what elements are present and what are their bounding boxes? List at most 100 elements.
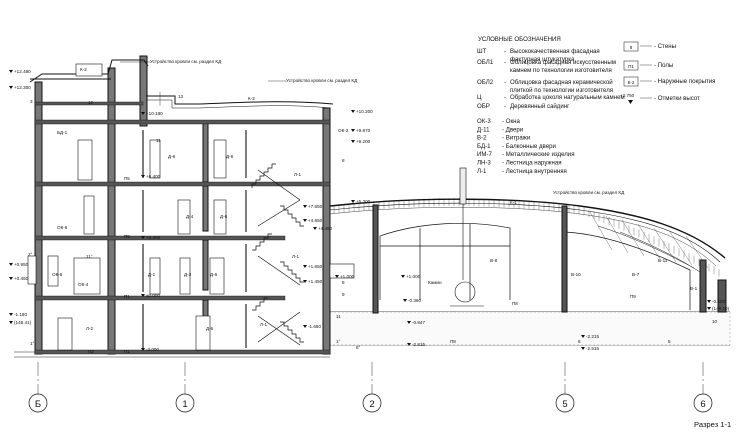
- level-mark: -0.360: [408, 298, 421, 303]
- legend-text: Облицовка фасадная искусственным: [510, 59, 616, 66]
- level-marks: +12.480 +12.300 +0.950 +0.450 -1.180 (14…: [14, 69, 730, 352]
- tag: К-2: [248, 96, 255, 101]
- legend-heading: УСЛОВНЫЕ ОБОЗНАЧЕНИЯ: [478, 36, 561, 43]
- tag: П1: [124, 294, 130, 299]
- tag: ОК-6: [57, 225, 68, 230]
- tag: БД-1: [57, 130, 68, 135]
- level-triangle-icon: [351, 140, 355, 143]
- level-triangle-icon: [9, 277, 13, 280]
- level-triangle-icon: [707, 300, 711, 303]
- tag: П9: [630, 294, 636, 299]
- truss-rib: [621, 219, 645, 257]
- legend-text: - Лестница внутренняя: [502, 168, 567, 175]
- legend-dash: -: [504, 94, 506, 101]
- level-triangle-icon: [303, 219, 307, 222]
- level-mark: +3.300: [146, 235, 161, 240]
- legend-symbol-tag: К-2: [628, 80, 635, 85]
- level-triangle-icon: [141, 112, 145, 115]
- axis-labels: Б 1 2 5 6: [35, 399, 706, 410]
- tag: 5: [668, 339, 671, 344]
- level-mark: -3.000: [146, 347, 159, 352]
- level-mark: -1.180: [14, 312, 27, 317]
- tag: 2°: [28, 252, 33, 257]
- tag: В-8: [490, 258, 498, 263]
- level-mark: +9.200: [356, 139, 371, 144]
- tag: Д-1: [148, 272, 156, 277]
- legend-symbol-box: [623, 76, 639, 87]
- legend-text: - Металлические изделия: [502, 151, 575, 158]
- level-mark: +1.000: [406, 274, 421, 279]
- level-triangle-icon: [9, 70, 13, 73]
- tag: 6°: [356, 345, 361, 350]
- level-triangle-icon: [407, 343, 411, 346]
- level-mark: -0.500: [712, 299, 725, 304]
- legend-code: ЛН-3: [477, 160, 491, 167]
- legend-code: Ц: [477, 94, 482, 101]
- legend-text: - Отметки высот: [654, 95, 700, 102]
- level-triangle-icon: [628, 100, 633, 104]
- hall-roof: [329, 198, 726, 267]
- tag: Д-6: [220, 214, 228, 219]
- main-staircase: [251, 163, 304, 346]
- tag: Д-6: [206, 326, 214, 331]
- tag: П5: [124, 234, 130, 239]
- tag: П2: [88, 349, 94, 354]
- tag: Камин: [428, 280, 442, 285]
- legend-text: - Лестница наружная: [502, 160, 562, 167]
- level-mark: -1.650: [308, 324, 321, 329]
- legend: УСЛОВНЫЕ ОБОЗНАЧЕНИЯ ШТ-Высококачественн…: [477, 36, 715, 175]
- tag: Л-2: [86, 326, 94, 331]
- tag: Л-1: [292, 254, 300, 259]
- legend-symbol-box: [623, 41, 639, 52]
- legend-text: - Стены: [654, 43, 676, 50]
- hall-columns: [372, 204, 727, 314]
- hall-trusses: [333, 198, 720, 277]
- tag: Д-4: [186, 214, 194, 219]
- tag: 13: [178, 94, 184, 99]
- tag: ОК-2: [338, 128, 349, 133]
- level-mark: +9.870: [356, 128, 371, 133]
- level-triangle-icon: [707, 307, 711, 310]
- level-triangle-icon: [401, 275, 405, 278]
- truss-rib: [653, 227, 677, 263]
- legend-text: - Двери: [502, 126, 523, 133]
- tag: 8: [342, 280, 345, 285]
- level-mark: +6.400: [146, 174, 161, 179]
- legend-text: Высококачественная фасадная: [510, 48, 600, 55]
- tag: 3: [30, 99, 33, 104]
- level-triangle-icon: [9, 321, 13, 324]
- tag: В-11: [658, 258, 668, 263]
- tag: П8: [450, 339, 456, 344]
- level-mark: +4.650: [308, 218, 323, 223]
- legend-code: ОК-3: [477, 118, 491, 125]
- tag: Д-6: [210, 272, 218, 277]
- truss-rib: [637, 223, 661, 260]
- drawing-title: Разрез 1-1: [694, 420, 731, 429]
- legend-text: фактурная штукатурка: [510, 56, 575, 63]
- tag: 11: [156, 138, 161, 143]
- legend-text: Деревянный сайдинг: [510, 103, 570, 110]
- tag: 12: [88, 100, 94, 105]
- level-mark: +1.650: [308, 264, 323, 269]
- legend-text: - Балконные двери: [502, 143, 556, 150]
- legend-dash: -: [504, 48, 506, 55]
- tag: 11°: [86, 254, 93, 259]
- level-mark: +1.000: [340, 274, 355, 279]
- tag: 11: [336, 314, 341, 319]
- axis-lines: [37, 362, 704, 394]
- legend-symbol-tag: П1: [628, 64, 634, 69]
- level-triangle-icon: [581, 347, 585, 350]
- legend-materials: ШТ-Высококачественная фасаднаяфактурная …: [477, 48, 625, 110]
- level-mark: +4.450: [318, 226, 333, 231]
- level-triangle-icon: [9, 313, 13, 316]
- level-triangle-icon: [351, 110, 355, 113]
- axis-label-1: 1: [182, 399, 187, 410]
- floor-slabs: [34, 101, 331, 355]
- legend-text: - Полы: [654, 62, 673, 69]
- level-mark: +12.480: [14, 69, 31, 74]
- roof-note-top-left: Устройство кровли см. раздел КД: [150, 58, 222, 64]
- tag: 8: [342, 158, 345, 163]
- partitions: [142, 130, 247, 348]
